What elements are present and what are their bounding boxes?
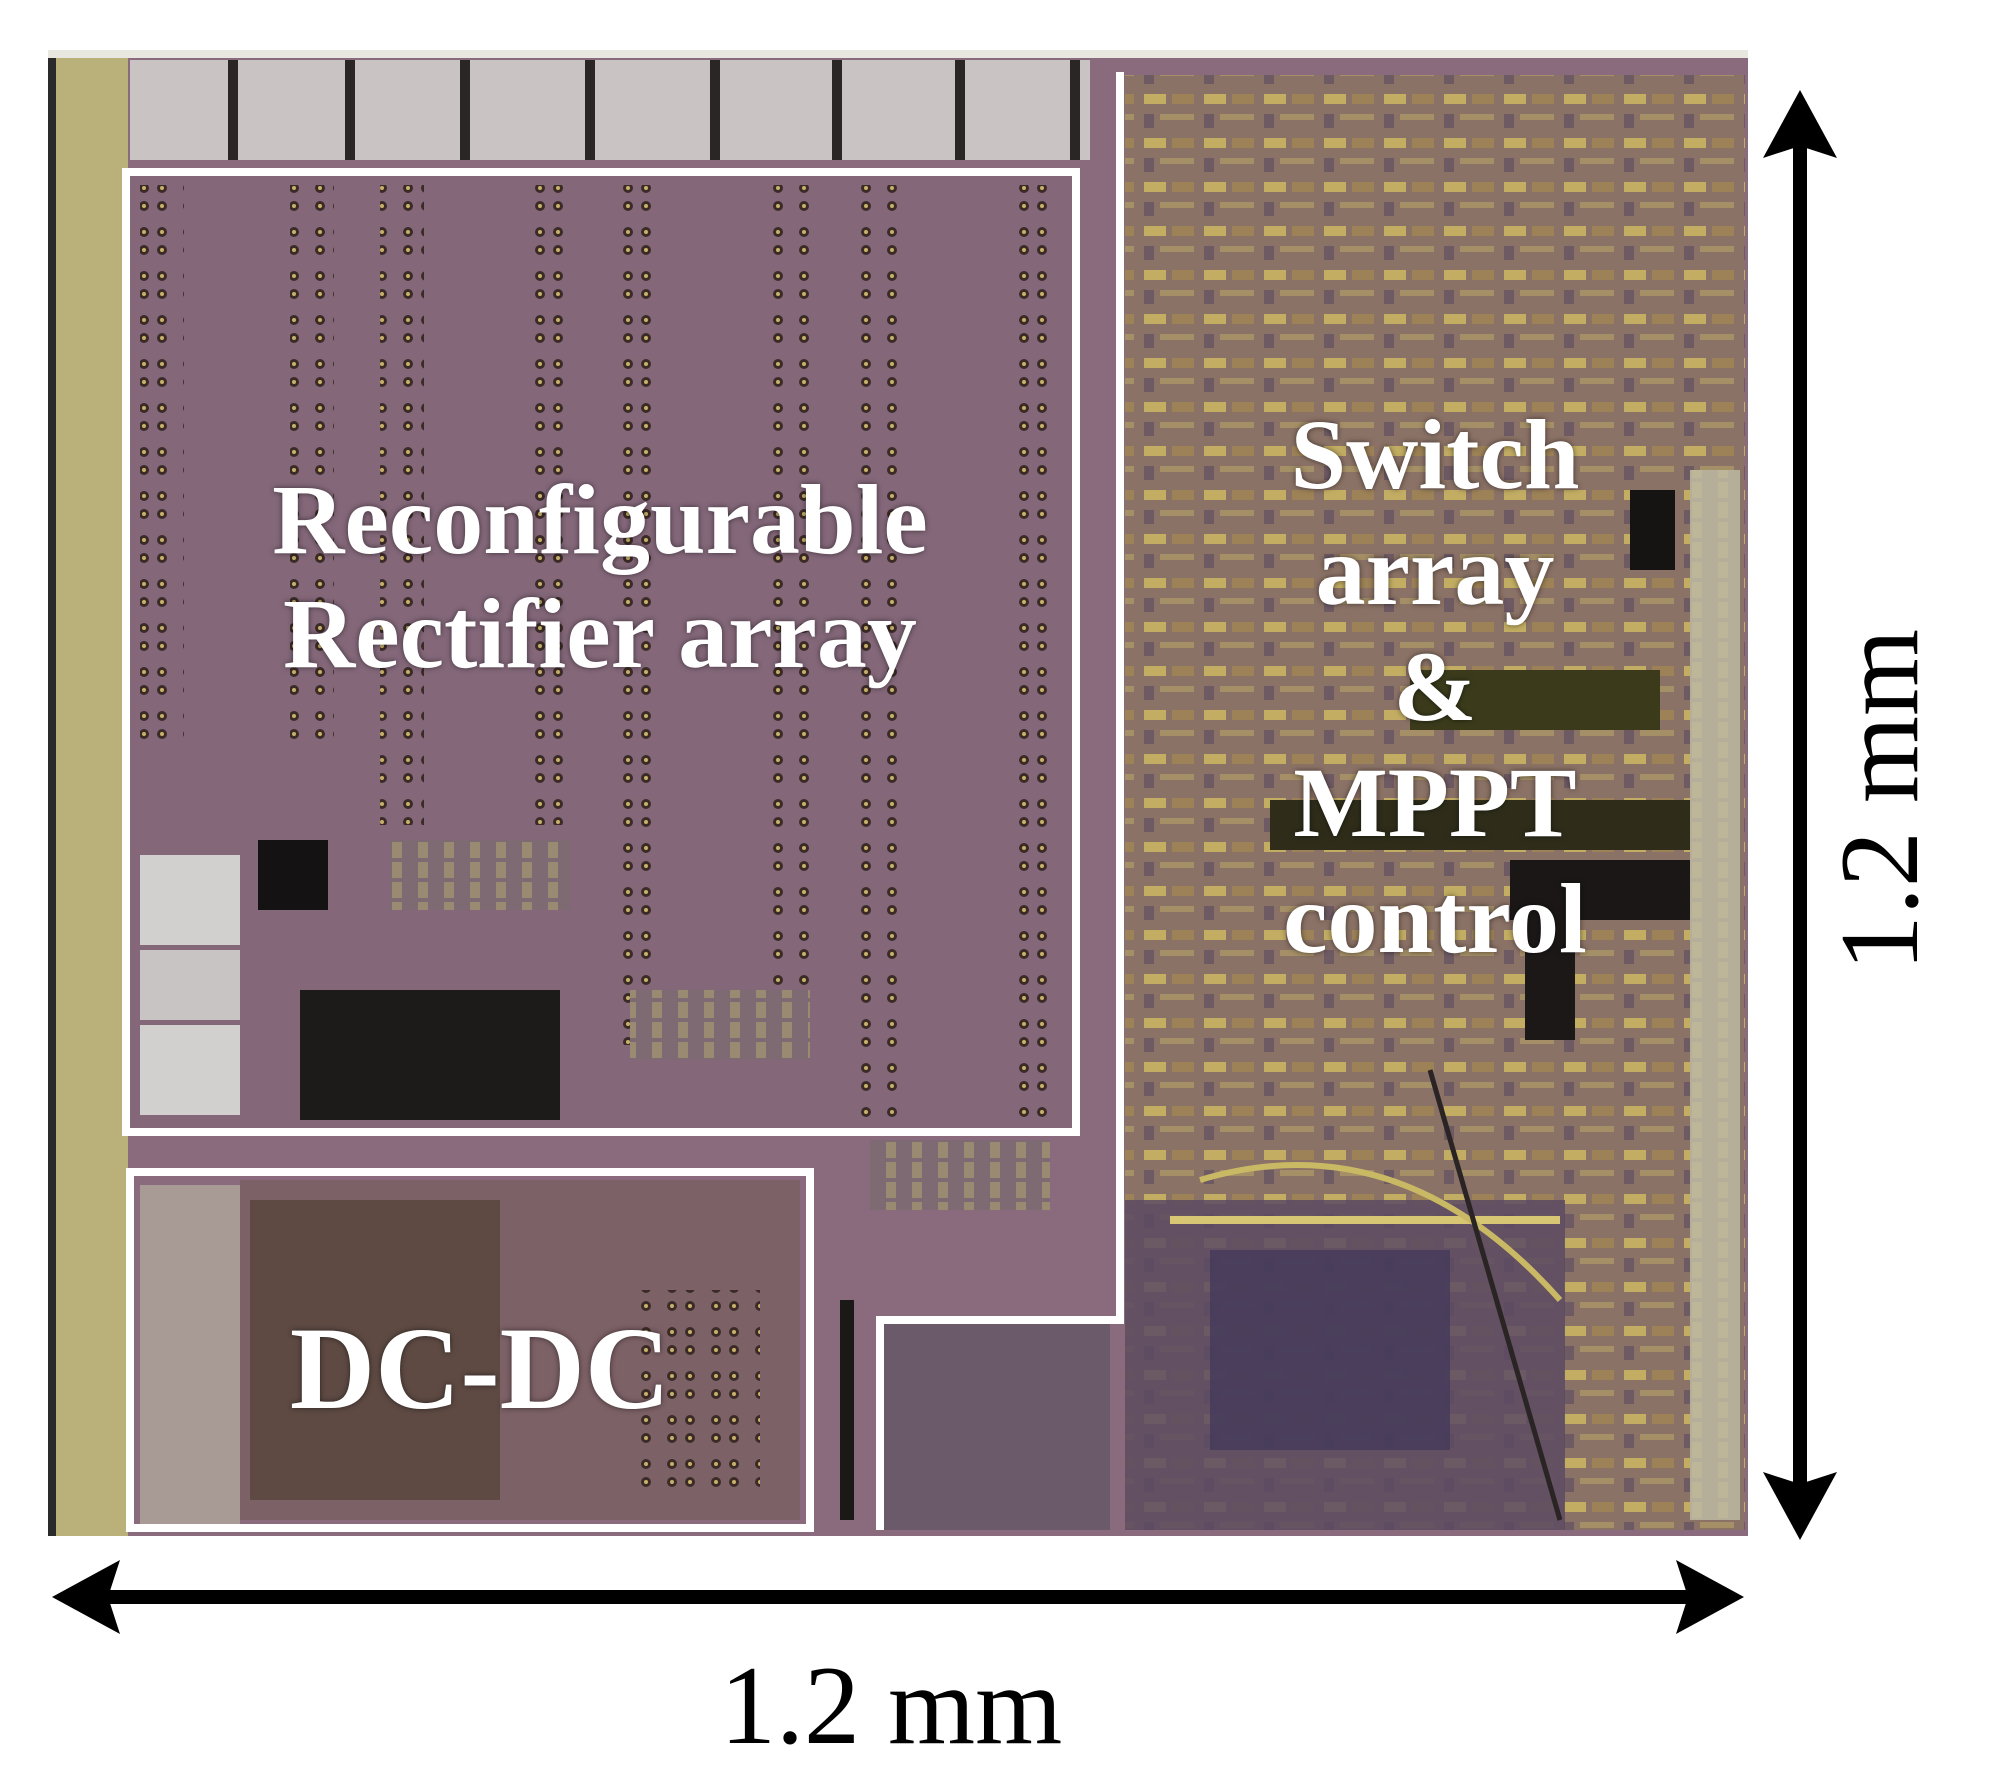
switch-label-line1: Switch (1290, 399, 1580, 510)
switch-mppt-label: Switch array & MPPT control (1205, 405, 1665, 969)
left-bond-pads (140, 855, 240, 1525)
rectifier-label-line1: Reconfigurable (272, 464, 928, 575)
switch-label-line4: MPPT (1293, 747, 1577, 858)
die-top-edge (48, 50, 1748, 58)
rectifier-outline (122, 168, 1080, 1136)
width-arrow (52, 1560, 1744, 1634)
switch-region-fill (1125, 75, 1745, 1530)
dcdc-outline (126, 1168, 814, 1532)
rectifier-region-fill (130, 175, 1075, 1210)
dcdc-label: DC-DC (289, 1303, 671, 1434)
switch-label-line3: & (1393, 631, 1477, 742)
switch-outline (876, 72, 1124, 1530)
switch-label-line5: control (1283, 863, 1587, 974)
die-edge (48, 56, 56, 1536)
switch-label-line2: array (1315, 515, 1555, 626)
top-bond-pads (130, 60, 1090, 160)
dcdc-region-fill (240, 1180, 1110, 1530)
left-power-rail (48, 56, 128, 1536)
rectifier-label-line2: Rectifier array (283, 578, 917, 689)
height-dimension-label: 1.2 mm (1818, 628, 1942, 972)
width-dimension-label: 1.2 mm (720, 1644, 1063, 1768)
height-arrow (1763, 90, 1837, 1540)
rectifier-label: Reconfigurable Rectifier array (150, 470, 1050, 684)
